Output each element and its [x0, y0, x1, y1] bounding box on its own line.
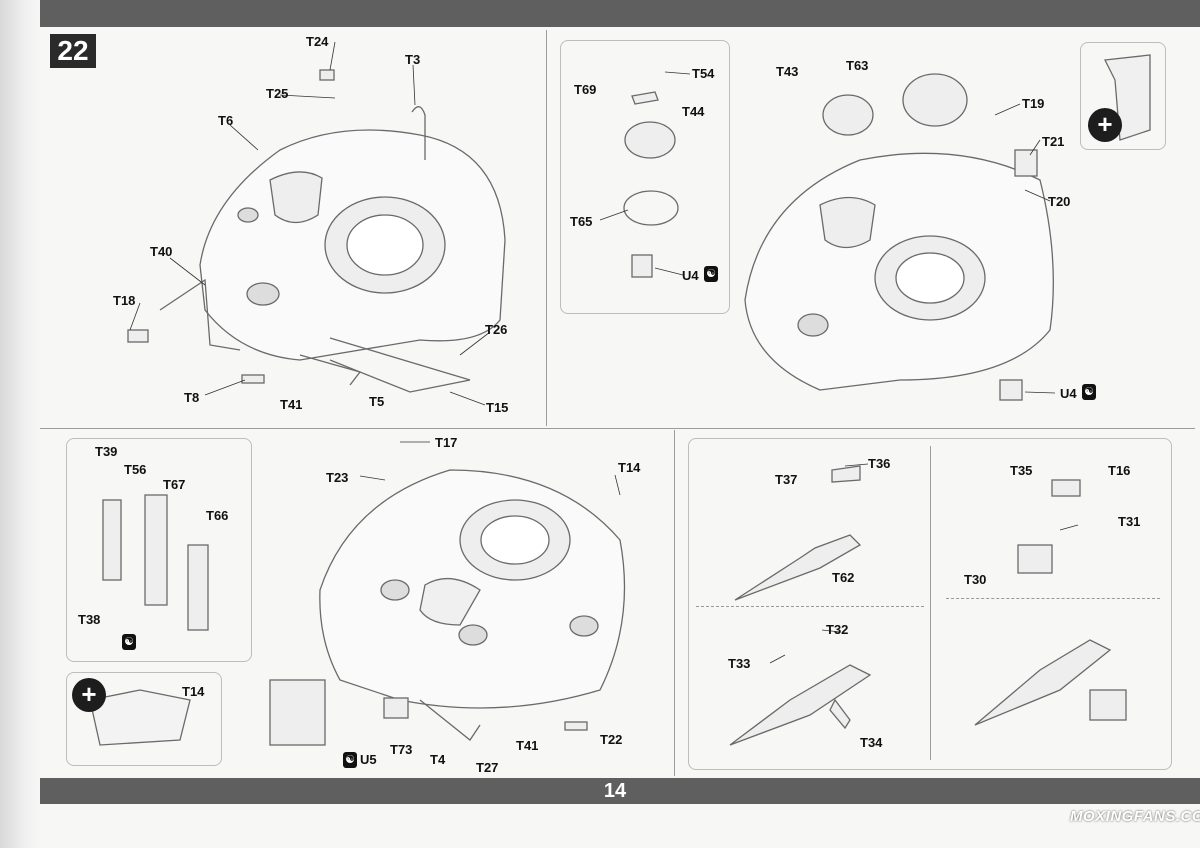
label-t22: T22	[600, 732, 623, 747]
label-t66: T66	[206, 508, 229, 523]
label-t35: T35	[1010, 463, 1033, 478]
divider-mg-box	[930, 446, 931, 760]
label-t25: T25	[266, 86, 289, 101]
label-t27: T27	[476, 760, 499, 775]
page-number: 14	[603, 780, 627, 802]
label-t18: T18	[113, 293, 136, 308]
machine-gun-box	[688, 438, 1172, 770]
label-t33: T33	[728, 656, 751, 671]
label-t43: T43	[776, 64, 799, 79]
zoom-box-t14	[66, 672, 222, 766]
label-t15: T15	[486, 400, 509, 415]
label-t20: T20	[1048, 194, 1071, 209]
label-u4-inset: U4	[682, 268, 699, 283]
bottom-bar	[40, 778, 1200, 804]
binder-edge	[0, 0, 40, 848]
label-t69: T69	[574, 82, 597, 97]
top-bar	[40, 0, 1200, 27]
machine-gun-3	[974, 639, 1112, 726]
label-t19: T19	[1022, 96, 1045, 111]
label-t3: T3	[405, 52, 421, 67]
part-t24	[319, 69, 335, 81]
divider-mg-dashed-left	[696, 606, 924, 608]
machine-gun-1	[734, 534, 862, 601]
yin-yang-mark-icon: ☯	[122, 634, 136, 650]
part-t8	[241, 374, 265, 384]
label-t36: T36	[868, 456, 891, 471]
yin-yang-mark-icon: ☯	[343, 752, 357, 768]
label-t54: T54	[692, 66, 715, 81]
ammo-box-t30	[1017, 544, 1053, 574]
label-t41-bottom: T41	[516, 738, 539, 753]
divider-horizontal	[40, 428, 1195, 429]
machine-gun-2	[729, 664, 872, 746]
label-t23: T23	[326, 470, 349, 485]
label-t24: T24	[306, 34, 329, 49]
label-u4: U4	[1060, 386, 1077, 401]
magnify-plus-icon: +	[72, 678, 106, 712]
inset-box-track-links	[66, 438, 252, 662]
label-t65: T65	[570, 214, 593, 229]
label-t5: T5	[369, 394, 385, 409]
periscope-1	[246, 282, 280, 306]
label-t73: T73	[390, 742, 413, 757]
label-t67: T67	[163, 477, 186, 492]
label-t16: T16	[1108, 463, 1131, 478]
watermark: MOXINGFANS.COM	[1070, 808, 1200, 825]
label-t38: T38	[78, 612, 101, 627]
hatch-inset	[624, 121, 676, 159]
label-t40: T40	[150, 244, 173, 259]
magnify-plus-icon: +	[1088, 108, 1122, 142]
label-t62: T62	[832, 570, 855, 585]
label-t17: T17	[435, 435, 458, 450]
label-t30: T30	[964, 572, 987, 587]
label-t63: T63	[846, 58, 869, 73]
label-t14: T14	[618, 460, 641, 475]
label-u5: U5	[360, 752, 377, 767]
label-t39: T39	[95, 444, 118, 459]
label-t4: T4	[430, 752, 446, 767]
label-t32: T32	[826, 622, 849, 637]
divider-mg-dashed-right	[946, 598, 1160, 600]
zoom-box-topright	[1080, 42, 1166, 150]
hatch-opening-1	[269, 171, 323, 224]
divider-vertical-top	[546, 30, 547, 426]
label-t34: T34	[860, 735, 883, 750]
label-t31: T31	[1118, 514, 1141, 529]
label-t14-zoom: T14	[182, 684, 205, 699]
label-t41: T41	[280, 397, 303, 412]
label-t56: T56	[124, 462, 147, 477]
label-t6: T6	[218, 113, 234, 128]
step-number: 22	[50, 34, 96, 68]
part-u4-2	[999, 379, 1023, 401]
inset-box-turret-hatch	[560, 40, 730, 314]
label-t44: T44	[682, 104, 705, 119]
hatch-2	[902, 73, 968, 127]
label-t26: T26	[485, 322, 508, 337]
label-t8: T8	[184, 390, 200, 405]
part-t18	[127, 329, 149, 343]
divider-vertical-bottom	[674, 430, 675, 776]
label-t37: T37	[775, 472, 798, 487]
yin-yang-mark-icon: ☯	[704, 266, 718, 282]
yin-yang-mark-icon: ☯	[1082, 384, 1096, 400]
label-t21: T21	[1042, 134, 1065, 149]
